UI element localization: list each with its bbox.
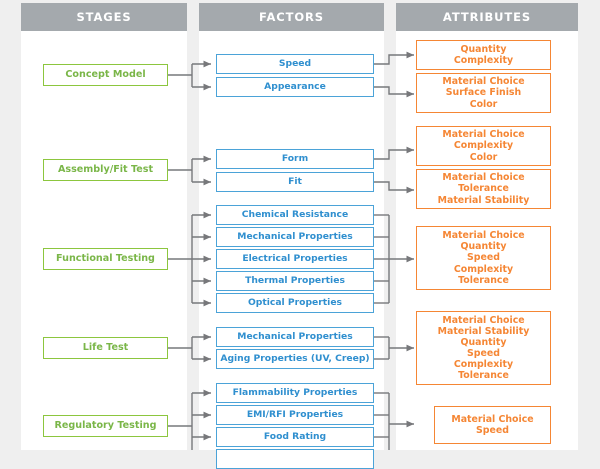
attribute-label: Material Choice Speed xyxy=(451,413,534,436)
factor-node-optical-properties[interactable]: Optical Properties xyxy=(216,293,374,313)
factor-node-mechanical-properties[interactable]: Mechanical Properties xyxy=(216,227,374,247)
attribute-label: Material Choice Tolerance Material Stabi… xyxy=(437,172,530,206)
factor-label: Flammability Properties xyxy=(232,386,358,398)
factor-label: Speed xyxy=(278,57,312,69)
attribute-node-regulatory[interactable]: Material Choice Speed xyxy=(434,406,551,444)
attribute-label: Material Choice Complexity Color xyxy=(442,129,525,163)
factor-label: Mechanical Properties xyxy=(237,230,353,242)
stage-label: Regulatory Testing xyxy=(54,420,157,432)
attribute-label: Material Choice Surface Finish Color xyxy=(442,76,525,110)
factor-node-chemical-resistance[interactable]: Chemical Resistance xyxy=(216,205,374,225)
factor-label: Fit xyxy=(288,175,302,187)
factor-node-aging-properties[interactable]: Aging Properties (UV, Creep) xyxy=(216,349,374,369)
factor-node-electrical-properties[interactable]: Electrical Properties xyxy=(216,249,374,269)
factor-node-cutoff[interactable] xyxy=(216,449,374,469)
stage-node-concept-model[interactable]: Concept Model xyxy=(43,64,168,86)
attribute-node-concept-material[interactable]: Material Choice Surface Finish Color xyxy=(416,73,551,113)
factor-label: Chemical Resistance xyxy=(241,208,349,220)
attribute-label: Material Choice Material Stability Quant… xyxy=(437,314,530,382)
factor-node-speed[interactable]: Speed xyxy=(216,54,374,74)
factor-node-form[interactable]: Form xyxy=(216,149,374,169)
factor-label: Optical Properties xyxy=(247,296,343,308)
factor-label: Food Rating xyxy=(263,430,327,442)
column-header-factors: FACTORS xyxy=(199,3,384,31)
stages-column-panel xyxy=(21,31,187,450)
column-header-stages: STAGES xyxy=(21,3,187,31)
stage-node-regulatory-testing[interactable]: Regulatory Testing xyxy=(43,415,168,437)
diagram-canvas: STAGES FACTORS ATTRIBUTES xyxy=(21,3,578,469)
stage-label: Assembly/Fit Test xyxy=(57,164,154,176)
factor-label: EMI/RFI Properties xyxy=(246,408,344,420)
stage-label: Life Test xyxy=(82,342,129,354)
factor-label: Aging Properties (UV, Creep) xyxy=(220,352,370,364)
stage-label: Concept Model xyxy=(65,69,146,81)
stage-label: Functional Testing xyxy=(56,253,155,265)
factor-label: Electrical Properties xyxy=(242,252,348,264)
column-header-attributes: ATTRIBUTES xyxy=(396,3,578,31)
stage-node-assembly-fit-test[interactable]: Assembly/Fit Test xyxy=(43,159,168,181)
factor-label: Thermal Properties xyxy=(245,274,345,286)
factor-label: Form xyxy=(281,152,309,164)
factor-node-fit[interactable]: Fit xyxy=(216,172,374,192)
attribute-node-concept-quantity[interactable]: Quantity Complexity xyxy=(416,40,551,70)
attribute-node-assembly-form[interactable]: Material Choice Complexity Color xyxy=(416,126,551,166)
stage-node-functional-testing[interactable]: Functional Testing xyxy=(43,248,168,270)
attribute-node-assembly-fit[interactable]: Material Choice Tolerance Material Stabi… xyxy=(416,169,551,209)
factor-node-flammability-properties[interactable]: Flammability Properties xyxy=(216,383,374,403)
factor-node-mechanical-properties-life[interactable]: Mechanical Properties xyxy=(216,327,374,347)
attribute-node-functional[interactable]: Material Choice Quantity Speed Complexit… xyxy=(416,226,551,290)
factor-label: Appearance xyxy=(264,80,326,92)
attribute-node-life-test[interactable]: Material Choice Material Stability Quant… xyxy=(416,311,551,385)
attribute-label: Material Choice Quantity Speed Complexit… xyxy=(442,230,525,286)
factor-node-appearance[interactable]: Appearance xyxy=(216,77,374,97)
stage-node-life-test[interactable]: Life Test xyxy=(43,337,168,359)
factor-node-thermal-properties[interactable]: Thermal Properties xyxy=(216,271,374,291)
attribute-label: Quantity Complexity xyxy=(453,43,514,66)
factor-node-emi-rfi-properties[interactable]: EMI/RFI Properties xyxy=(216,405,374,425)
factor-node-food-rating[interactable]: Food Rating xyxy=(216,427,374,447)
factor-label: Mechanical Properties xyxy=(237,330,353,342)
